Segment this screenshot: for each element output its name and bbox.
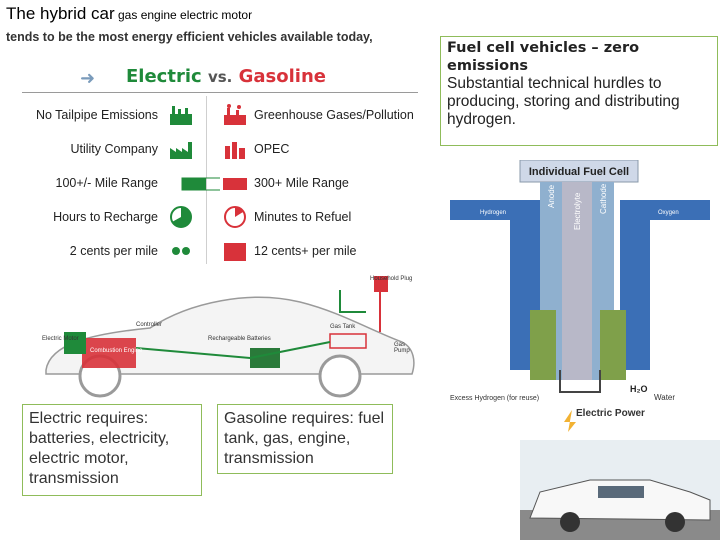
fuel-cell-textbox: Fuel cell vehicles – zero emissions Subs… bbox=[440, 36, 718, 146]
fuel-cell-car-photo bbox=[520, 440, 720, 540]
comparison-row: Utility Company OPEC bbox=[22, 136, 418, 164]
combustion-engine-label: Combustion Engine bbox=[90, 348, 143, 354]
oxygen-label: Oxygen bbox=[658, 210, 679, 216]
title-main: The hybrid car bbox=[6, 4, 115, 23]
clock-icon bbox=[224, 206, 246, 228]
slide-subtitle: tends to be the most energy efficient ve… bbox=[6, 30, 373, 44]
electric-label: 100+/- Mile Range bbox=[55, 176, 159, 190]
household-plug-label: Household Plug bbox=[370, 276, 413, 282]
h2o-label: H₂O bbox=[630, 384, 648, 394]
fuel-cell-heading: Fuel cell vehicles – zero emissions bbox=[447, 40, 640, 74]
comparison-row: No Tailpipe Emissions Greenhouse Gases/P… bbox=[22, 102, 418, 130]
gasoline-label: Minutes to Refuel bbox=[254, 210, 352, 224]
infographic-heading: ➜ Electric vs. Gasoline bbox=[22, 62, 418, 93]
excess-hydrogen-label: Excess Hydrogen (for reuse) bbox=[450, 395, 539, 402]
title-rest: gas engine electric motor bbox=[114, 8, 253, 22]
electric-label: Hours to Recharge bbox=[53, 210, 158, 224]
gasoline-label: OPEC bbox=[254, 142, 290, 156]
slide-title: The hybrid car gas engine electric motor bbox=[6, 4, 252, 24]
gasoline-label: Greenhouse Gases/Pollution bbox=[254, 108, 414, 122]
car-outline bbox=[45, 276, 415, 398]
batteries-label: Rechargeable Batteries bbox=[208, 336, 271, 342]
clock-icon bbox=[170, 206, 192, 228]
coins-icon bbox=[224, 243, 246, 261]
fuel-gauge-icon bbox=[223, 178, 247, 190]
cathode-label: Cathode bbox=[599, 183, 608, 214]
comparison-row: 100+/- Mile Range 300+ Mile Range bbox=[22, 170, 418, 198]
factory-smoke-icon bbox=[224, 104, 246, 125]
comparison-row: Hours to Recharge Minutes to Refuel bbox=[22, 204, 418, 232]
anode-label: Anode bbox=[547, 184, 556, 208]
water-label: Water bbox=[654, 393, 675, 402]
fuel-cell-body: Substantial technical hurdles to produci… bbox=[447, 75, 680, 128]
battery-gauge-icon bbox=[181, 177, 220, 191]
oil-refinery-icon bbox=[225, 142, 245, 159]
hybrid-car-diagram: Household Plug Electric Motor Controller… bbox=[40, 272, 420, 402]
arrow-icon: ➜ bbox=[80, 68, 96, 88]
fuel-cell-title: Individual Fuel Cell bbox=[529, 166, 629, 178]
fuel-cell-graphic: Individual Fuel Cell Anode Electrolyte C… bbox=[440, 159, 720, 432]
infographic-title: Electric vs. Gasoline bbox=[126, 66, 326, 87]
electric-label: No Tailpipe Emissions bbox=[35, 108, 158, 122]
electrolyte-label: Electrolyte bbox=[573, 192, 582, 230]
h2-label: H₂ bbox=[526, 384, 537, 394]
electric-vs-gasoline-infographic: ➜ Electric vs. Gasoline No Tailpipe Emis… bbox=[22, 62, 418, 272]
hydrogen-label: Hydrogen bbox=[480, 210, 506, 216]
heading-gasoline: Gasoline bbox=[238, 66, 327, 87]
factory-clean-icon bbox=[170, 106, 192, 125]
comparison-row: 2 cents per mile 12 cents+ per mile bbox=[22, 238, 418, 266]
controller-label: Controller bbox=[136, 322, 163, 328]
power-plant-icon bbox=[170, 142, 192, 159]
gasoline-label: 300+ Mile Range bbox=[254, 176, 349, 190]
electric-requirements-box: Electric requires: batteries, electricit… bbox=[22, 404, 202, 496]
coins-icon bbox=[172, 247, 190, 255]
center-divider bbox=[206, 96, 207, 264]
heading-electric: Electric bbox=[126, 66, 202, 87]
gas-tank-label: Gas Tank bbox=[330, 324, 356, 330]
electric-label: Utility Company bbox=[70, 142, 158, 156]
fuel-cell-diagram: Individual Fuel Cell Anode Electrolyte C… bbox=[440, 159, 720, 432]
gasoline-requirements-box: Gasoline requires: fuel tank, gas, engin… bbox=[217, 404, 393, 474]
electric-power-label: Electric Power bbox=[576, 408, 645, 419]
electric-motor-label: Electric Motor bbox=[42, 336, 79, 342]
gasoline-label: 12 cents+ per mile bbox=[254, 244, 357, 258]
heading-vs: vs. bbox=[207, 68, 233, 86]
gas-pump-label: Gas Pump bbox=[394, 342, 410, 354]
electric-label: 2 cents per mile bbox=[69, 244, 158, 258]
car-photo-image bbox=[520, 440, 720, 540]
